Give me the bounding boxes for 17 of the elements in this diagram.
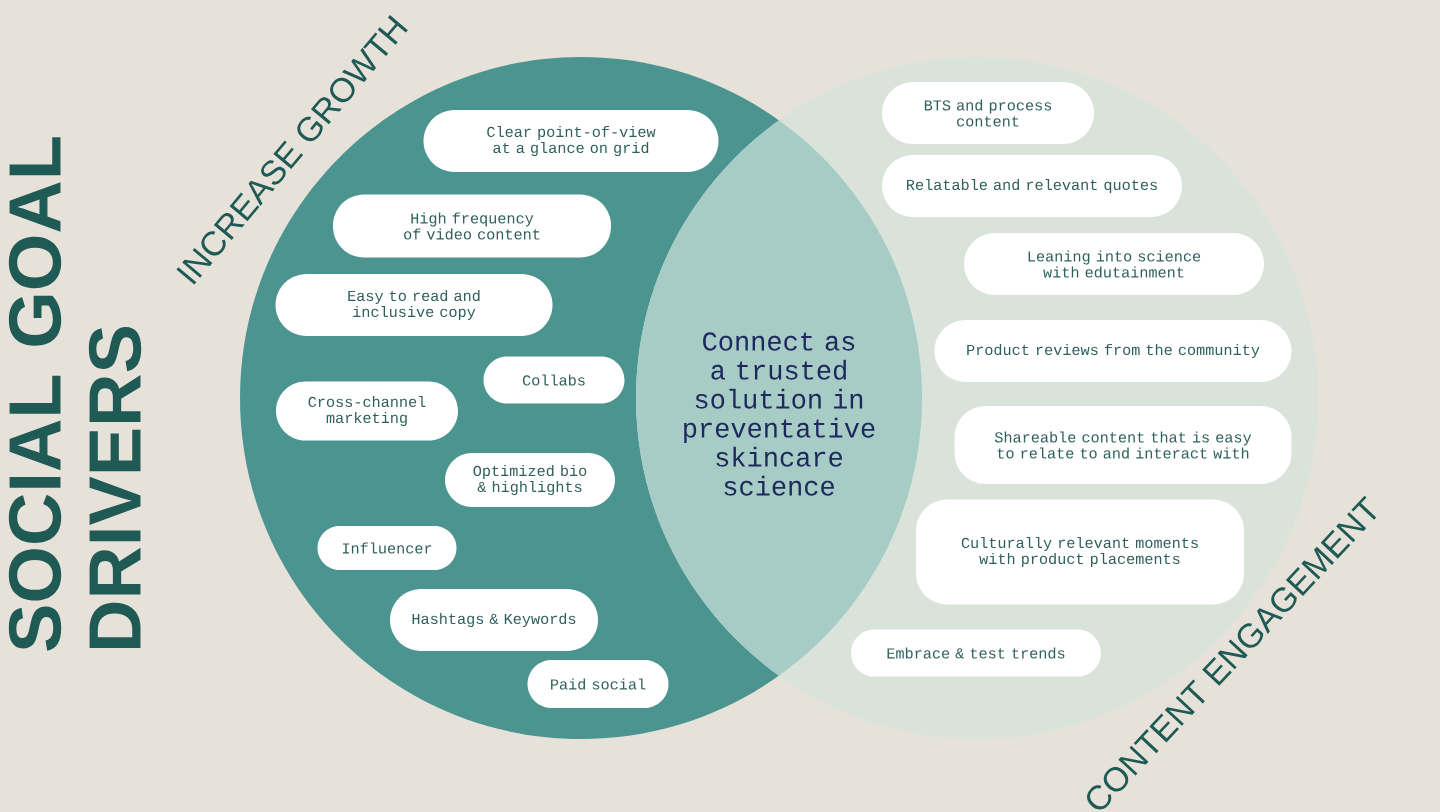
pill-box: Product reviews from the community xyxy=(934,320,1292,382)
pill-box: Easy to read and inclusive copy xyxy=(275,274,553,336)
pill-box: Shareable content that is easy to relate to and interact with xyxy=(954,406,1292,484)
pill-box: Collabs xyxy=(483,356,625,404)
pill-box: High frequency of video content xyxy=(333,194,611,258)
pill-box: Relatable and relevant quotes xyxy=(882,155,1182,217)
pill-box: Paid social xyxy=(527,660,669,708)
title: SOCIAL GOAL DRIVERS xyxy=(8,137,142,651)
pill-box: Influencer xyxy=(317,526,457,570)
pill-box: Hashtags & Keywords xyxy=(390,589,598,651)
pill-box: Leaning into science with edutainment xyxy=(964,233,1264,295)
pill-box: Culturally relevant moments with product placements xyxy=(916,499,1244,605)
pill-box: BTS and process content xyxy=(882,82,1094,144)
center-statement: Connect as a trusted solution in preventative skincare science xyxy=(684,332,875,496)
pill-box: Cross-channel marketing xyxy=(276,381,458,441)
pill-box: Embrace & test trends xyxy=(851,629,1101,677)
pill-box: Clear point-of-view at a glance on grid xyxy=(423,110,719,172)
